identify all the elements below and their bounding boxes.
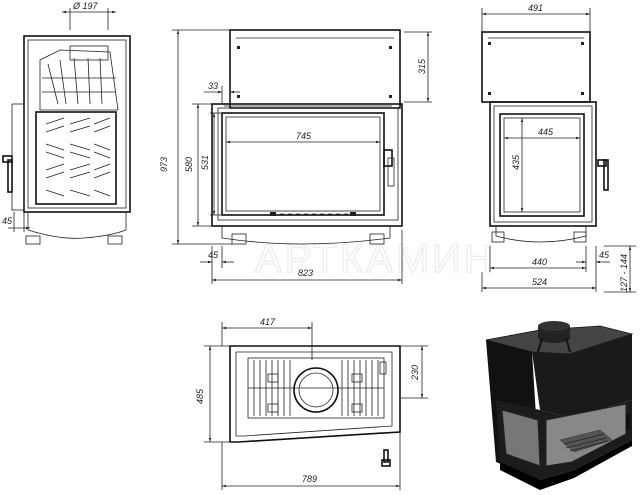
top-view: 417 230 485 789	[195, 317, 428, 490]
dim-top-width: 417	[260, 317, 276, 327]
grate-bars	[248, 360, 384, 416]
dim-right-width-top: 491	[528, 3, 543, 13]
dim-right-inner-height: 435	[511, 154, 521, 170]
dim-right-width: 524	[532, 277, 547, 287]
dim-front-height-total: 973	[159, 157, 169, 172]
dim-right-small: 45	[599, 250, 610, 260]
dim-top-width-total: 789	[302, 474, 317, 484]
dim-front-top: 33	[208, 81, 218, 91]
dim-side-offset: 45	[2, 216, 13, 226]
dim-right-top-height: 315	[417, 58, 427, 74]
dim-right-bottom: 440	[532, 257, 547, 267]
dim-flue-diameter: Ø 197	[72, 1, 99, 11]
side-section-view: Ø 197 45	[2, 1, 131, 245]
dim-top-depth: 485	[195, 388, 205, 404]
dim-front-height-glass: 580	[184, 157, 194, 172]
flue-circle	[293, 367, 339, 413]
dim-front-height-inner: 531	[200, 155, 210, 170]
dim-right-range: 127 - 144	[619, 254, 629, 292]
dim-front-inner-width: 745	[296, 131, 312, 141]
dim-right-inner-width: 445	[538, 127, 554, 137]
front-view: 33 745 973 580 531 45 823	[159, 29, 403, 284]
air-vents	[270, 212, 356, 216]
isometric-view	[485, 321, 634, 490]
dim-top-depth-right: 230	[410, 365, 420, 381]
dim-front-bottom-offset: 45	[208, 250, 219, 260]
dim-front-width: 823	[298, 268, 313, 278]
chevron-pattern	[45, 117, 111, 197]
right-side-view: 491 315 445 435 440	[404, 3, 636, 293]
